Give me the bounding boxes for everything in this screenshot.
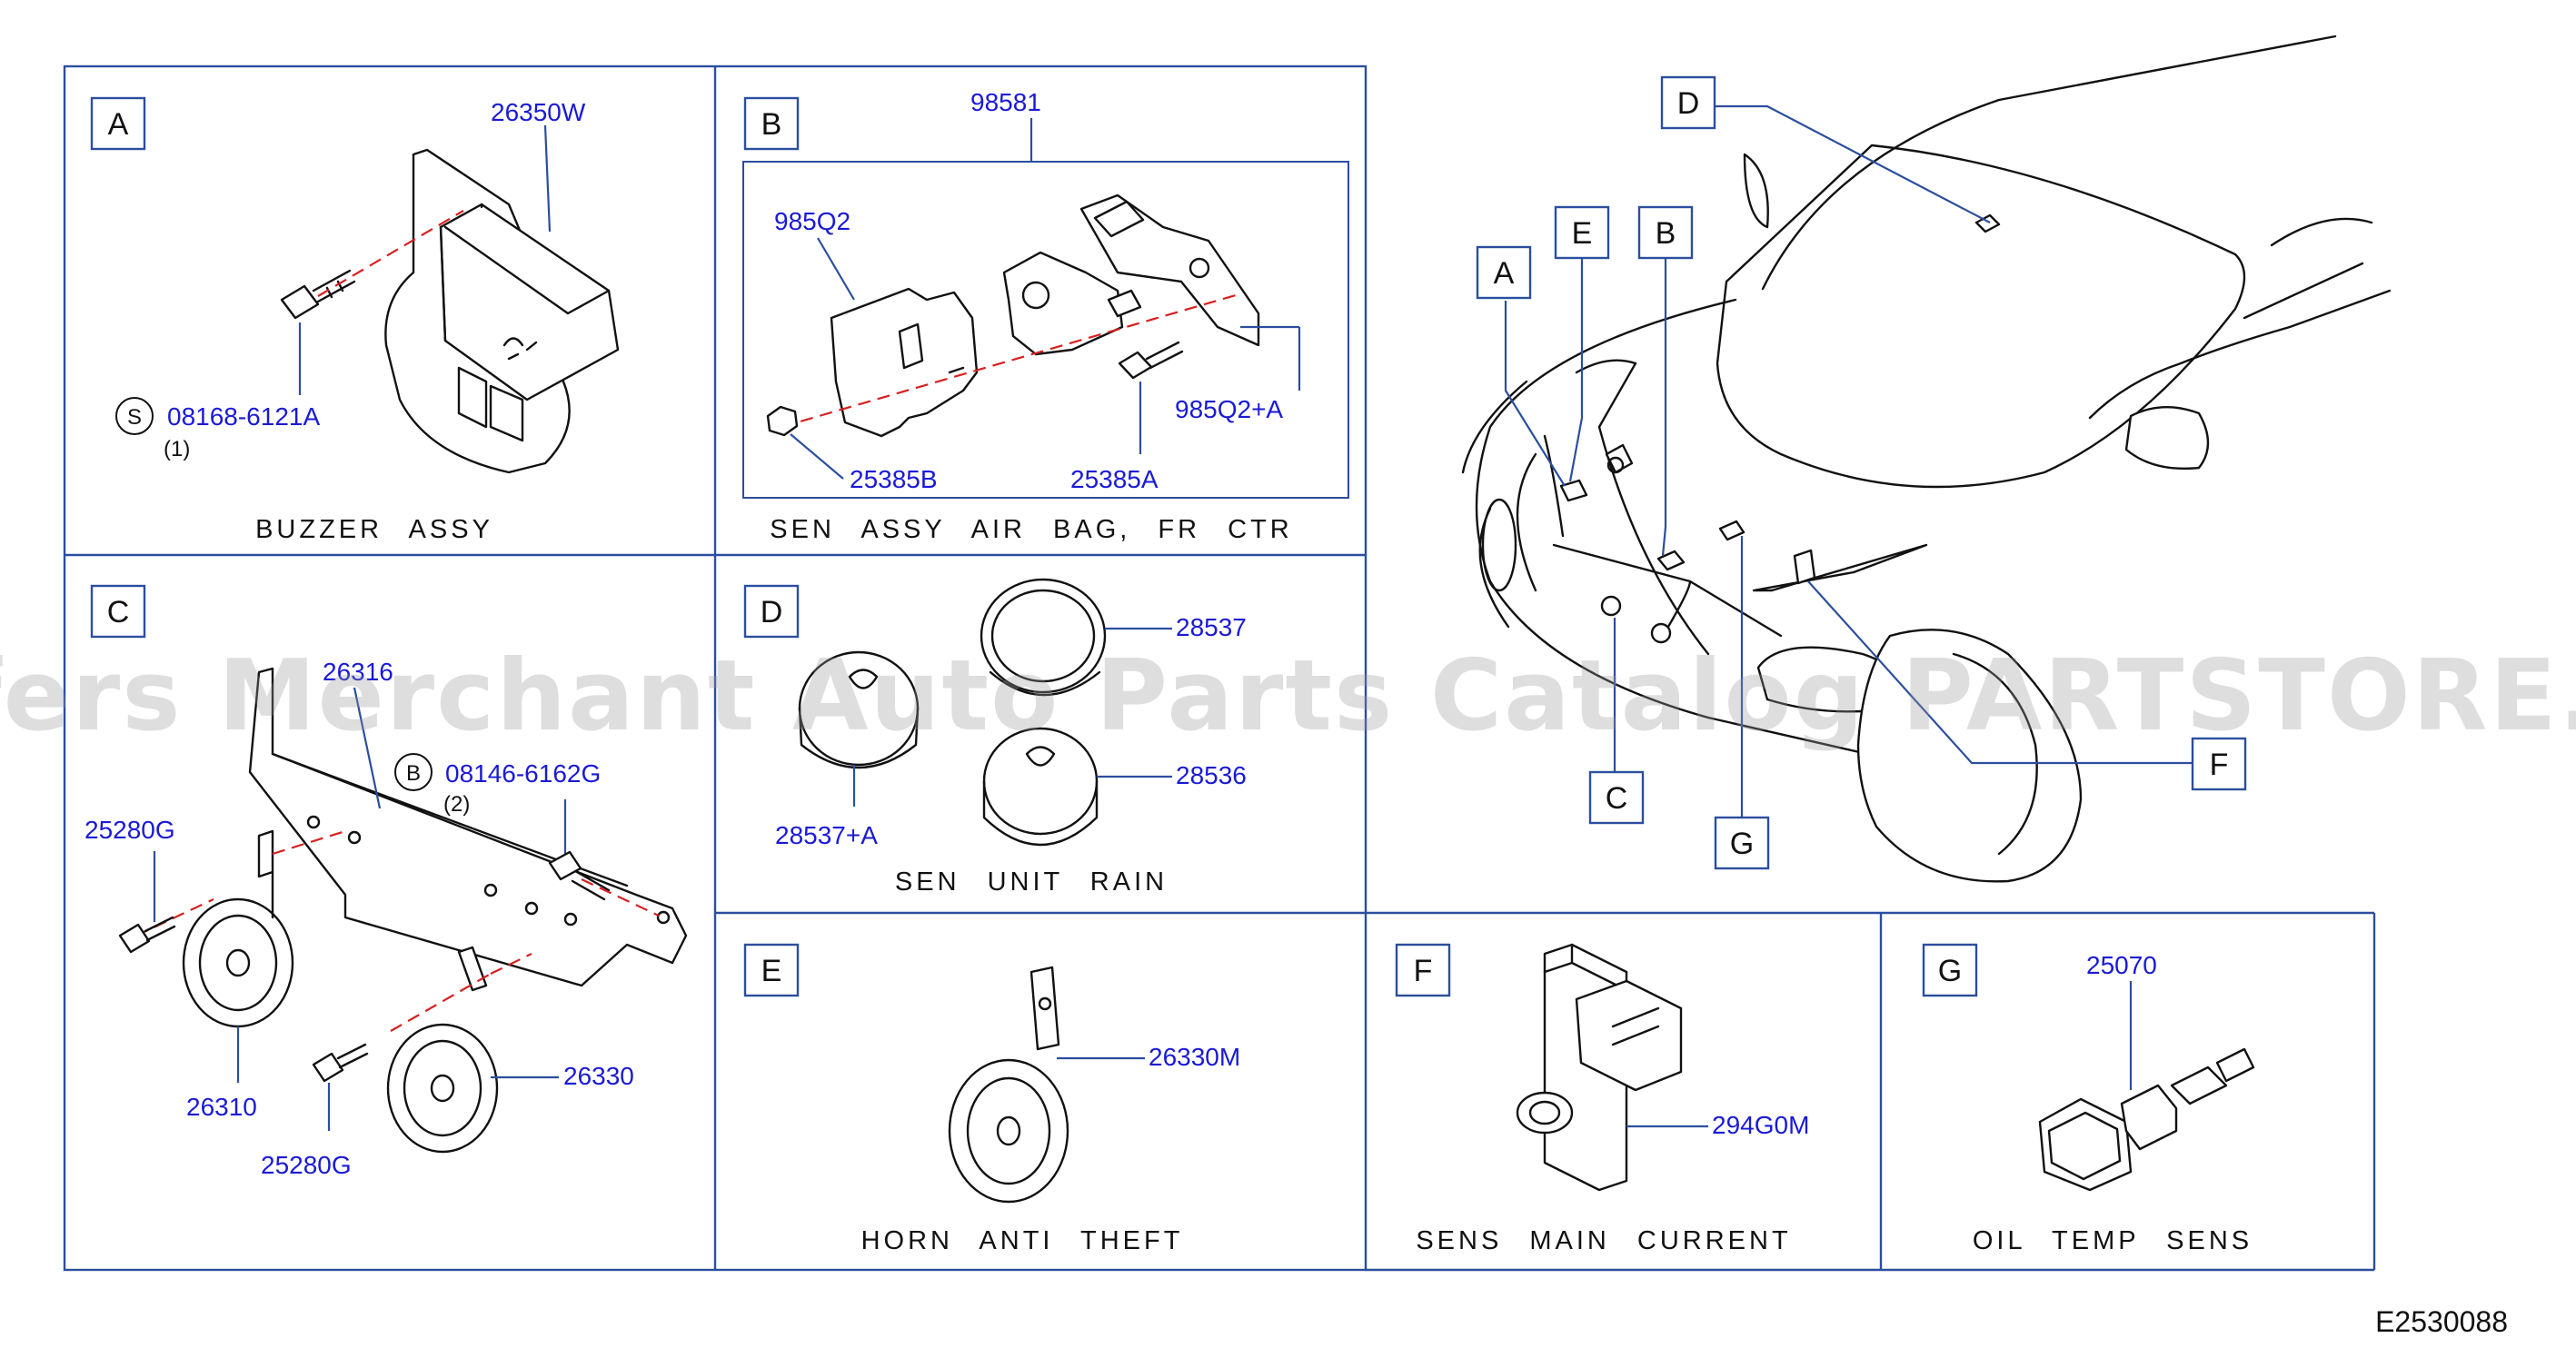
panel-a-letter-box: [90, 96, 146, 151]
watermark-text: Offers Merchant Auto Parts Catalog PARTS…: [0, 639, 2576, 753]
part-25385b[interactable]: 25385B: [850, 465, 938, 493]
panel-b-caption: SEN ASSY AIR BAG, FR CTR: [770, 515, 1292, 544]
panel-b-letter: B: [761, 107, 782, 142]
buzzer-bolt-drawing: [280, 284, 320, 320]
panel-d-letter: D: [761, 595, 783, 629]
locator-label-b: B: [1656, 216, 1676, 251]
locator-mark-a: [1559, 479, 1588, 502]
panel-f-letter: F: [1414, 954, 1433, 988]
panel-c-qty: (2): [443, 792, 470, 817]
locator-mark-g: [1718, 520, 1746, 541]
locator-label-c: C: [1606, 781, 1628, 816]
panel-g-caption: OIL TEMP SENS: [1973, 1226, 2253, 1255]
locator-label-f: F: [2210, 748, 2229, 782]
panel-b: B 98581 985Q2 985Q2+A 25385B 25385A SEN …: [742, 88, 1349, 544]
panel-e-caption: HORN ANTI THEFT: [861, 1226, 1184, 1255]
panel-e: E 26330M HORN ANTI THEFT: [743, 943, 1240, 1255]
panel-f: F 294G0M SENS MAIN CURRENT: [1395, 943, 1809, 1255]
locator-label-e: E: [1572, 216, 1593, 251]
side-mirror-drawing: [2124, 405, 2210, 470]
part-28537[interactable]: 28537: [1176, 613, 1247, 641]
panel-a-letter: A: [108, 107, 129, 142]
locator-label-a: A: [1494, 256, 1515, 291]
panel-b-subframe: [742, 161, 1349, 499]
part-26330m[interactable]: 26330M: [1149, 1043, 1240, 1071]
part-28537-a[interactable]: 28537+A: [775, 821, 878, 849]
panel-g-letter: G: [1938, 954, 1962, 988]
part-08146-6162g[interactable]: 08146-6162G: [445, 759, 601, 788]
part-294g0m[interactable]: 294G0M: [1712, 1111, 1809, 1139]
part-25280g-top[interactable]: 25280G: [85, 816, 175, 844]
part-26310[interactable]: 26310: [186, 1093, 257, 1121]
panel-a-symbol: S: [127, 405, 142, 430]
locator-label-d: D: [1677, 86, 1700, 121]
panel-a-caption: BUZZER ASSY: [255, 515, 493, 544]
panel-g: G 25070 OIL TEMP SENS: [1922, 943, 2255, 1255]
part-26316[interactable]: 26316: [323, 658, 393, 686]
part-26350w[interactable]: 26350W: [491, 98, 586, 126]
locator-mark-c: [1600, 595, 1622, 617]
part-28536[interactable]: 28536: [1176, 761, 1247, 789]
locator-labels: D E B A C G F: [1476, 75, 2247, 870]
panel-d-caption: SEN UNIT RAIN: [895, 867, 1168, 897]
panel-d: D 28537 28536 28537+A SEN UNIT RAIN: [743, 578, 1247, 897]
part-26330[interactable]: 26330: [563, 1062, 634, 1090]
panel-a-qty: (1): [164, 437, 190, 461]
b-symbol-icon: [394, 753, 433, 791]
locator-mark-f: [1793, 549, 1816, 585]
locator-mark-b: [1656, 550, 1686, 571]
part-08168-6121a[interactable]: 08168-6121A: [167, 402, 320, 431]
s-symbol-icon: [115, 397, 154, 435]
locator-mark-d: [1974, 213, 2001, 233]
panel-c-symbol: B: [406, 761, 421, 786]
windshield-outline: [1716, 144, 2246, 489]
panel-frames: [63, 64, 2376, 1272]
part-25070[interactable]: 25070: [2086, 951, 2157, 979]
panel-c-letter: C: [107, 595, 130, 629]
part-25280g-bottom[interactable]: 25280G: [261, 1151, 352, 1179]
airbag-sensor-drawing: [1002, 251, 1124, 356]
panel-a: A 26350W S 08168-6121A (1) BUZZER ASSY: [90, 96, 620, 544]
locator-label-g: G: [1730, 827, 1754, 861]
nut-25385b-drawing: [766, 405, 799, 437]
car-roof-outline: [1761, 35, 2337, 291]
part-98581[interactable]: 98581: [970, 88, 1041, 116]
part-25385a[interactable]: 25385A: [1070, 465, 1159, 493]
panel-c: C 26316 B 08146-6162G (2) 25280G 26310: [85, 584, 688, 1179]
diagram-code: E2530088: [2375, 1305, 2508, 1338]
panel-e-letter: E: [761, 954, 782, 988]
panel-f-caption: SENS MAIN CURRENT: [1416, 1226, 1791, 1255]
front-wheel-drawing: [1856, 629, 2083, 883]
part-985q2[interactable]: 985Q2: [774, 207, 850, 235]
vehicle-overview: [1461, 35, 2392, 883]
part-985q2-a[interactable]: 985Q2+A: [1175, 395, 1283, 423]
rain-sensor-ring-drawing: [980, 578, 1107, 694]
